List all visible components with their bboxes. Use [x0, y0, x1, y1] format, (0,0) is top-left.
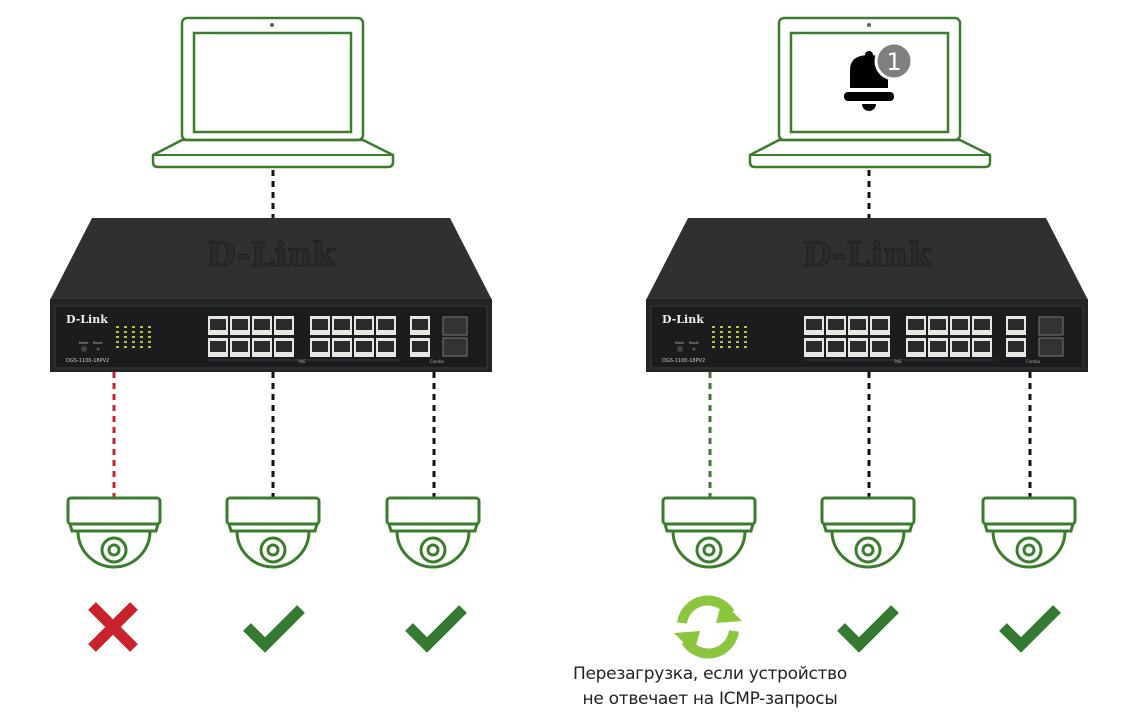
reboot-caption-line-2: не отвечает на ICMP-запросы	[582, 689, 838, 709]
mode-button[interactable]	[81, 346, 87, 352]
led-indicator	[736, 331, 739, 333]
led-indicator	[720, 331, 723, 333]
led-indicator	[140, 341, 143, 343]
switch-brand-logo: D-Link	[66, 313, 108, 326]
led-indicator	[148, 336, 151, 338]
check-icon	[247, 609, 301, 645]
reset-label: Reset	[689, 341, 699, 345]
led-indicator	[744, 331, 747, 333]
network-switch: D-Link D-Link DGS-1100-18PV2 Mode Reset …	[50, 218, 492, 372]
led-indicator	[736, 341, 739, 343]
led-indicator	[124, 326, 127, 328]
combo-label: Combo	[1026, 359, 1041, 364]
mode-label: Mode	[79, 341, 89, 345]
ethernet-ports	[804, 316, 1064, 357]
led-indicator	[712, 336, 715, 338]
check-icon	[1003, 609, 1057, 645]
led-indicator	[148, 331, 151, 333]
switch-top-logo: D-Link	[206, 235, 337, 275]
led-indicator	[140, 346, 143, 348]
led-indicator	[744, 346, 747, 348]
led-indicator	[140, 336, 143, 338]
switch-brand-logo: D-Link	[662, 313, 704, 326]
switch-model-label: DGS-1100-18PV2	[66, 358, 109, 364]
led-indicator	[124, 341, 127, 343]
sfp-port[interactable]	[1038, 337, 1064, 357]
led-indicator	[736, 326, 739, 328]
sfp-port[interactable]	[1038, 316, 1064, 336]
led-indicator	[744, 341, 747, 343]
led-indicator	[140, 326, 143, 328]
led-indicator	[132, 331, 135, 333]
led-indicator	[744, 326, 747, 328]
led-indicator	[148, 341, 151, 343]
status-leds	[712, 326, 747, 348]
cross-icon	[88, 602, 138, 652]
led-indicator	[116, 346, 119, 348]
notification-count: 1	[886, 48, 901, 76]
led-indicator	[124, 336, 127, 338]
led-indicator	[728, 331, 731, 333]
led-indicator	[728, 336, 731, 338]
left-scenario: D-Link D-Link DGS-1100-18PV2 Mode Reset …	[50, 16, 492, 652]
refresh-icon	[674, 595, 742, 659]
led-indicator	[116, 326, 119, 328]
camera-icon	[981, 496, 1077, 569]
led-indicator	[728, 341, 731, 343]
sfp-port[interactable]	[442, 316, 468, 336]
poe-label: PoE	[894, 359, 902, 364]
camera-icon	[225, 496, 321, 569]
reset-label: Reset	[93, 341, 103, 345]
led-indicator	[132, 341, 135, 343]
led-indicator	[736, 346, 739, 348]
led-indicator	[124, 346, 127, 348]
led-indicator	[712, 341, 715, 343]
led-indicator	[712, 346, 715, 348]
right-scenario: 1 D-Link D-Link DGS-1100-18PV2 Mode Rese…	[646, 16, 1088, 659]
network-switch: D-Link D-Link DGS-1100-18PV2 Mode Reset …	[646, 218, 1088, 372]
led-indicator	[720, 326, 723, 328]
poe-label: PoE	[298, 359, 306, 364]
reset-button[interactable]	[96, 347, 100, 351]
notification-badge: 1	[874, 41, 914, 81]
led-indicator	[720, 341, 723, 343]
led-indicator	[124, 331, 127, 333]
led-indicator	[712, 331, 715, 333]
reset-button[interactable]	[692, 347, 696, 351]
led-indicator	[744, 336, 747, 338]
switch-top-logo: D-Link	[802, 235, 933, 275]
ethernet-ports	[208, 316, 468, 357]
led-indicator	[148, 326, 151, 328]
camera-icon	[661, 496, 757, 569]
led-indicator	[116, 341, 119, 343]
switch-model-label: DGS-1100-18PV2	[662, 358, 705, 364]
led-indicator	[720, 336, 723, 338]
led-indicator	[132, 326, 135, 328]
led-indicator	[728, 346, 731, 348]
combo-label: Combo	[430, 359, 445, 364]
reboot-caption-line-1: Перезагрузка, если устройство	[573, 664, 847, 684]
led-indicator	[148, 346, 151, 348]
laptop-icon	[151, 16, 395, 169]
status-leds	[116, 326, 151, 348]
led-indicator	[720, 346, 723, 348]
mode-label: Mode	[675, 341, 685, 345]
led-indicator	[728, 326, 731, 328]
led-indicator	[116, 336, 119, 338]
led-indicator	[116, 331, 119, 333]
check-icon	[841, 609, 895, 645]
led-indicator	[132, 336, 135, 338]
led-indicator	[140, 331, 143, 333]
led-indicator	[712, 326, 715, 328]
camera-icon	[385, 496, 481, 569]
camera-icon	[66, 496, 162, 569]
led-indicator	[132, 346, 135, 348]
led-indicator	[736, 336, 739, 338]
mode-button[interactable]	[677, 346, 683, 352]
check-icon	[409, 609, 463, 645]
camera-icon	[820, 496, 916, 569]
sfp-port[interactable]	[442, 337, 468, 357]
